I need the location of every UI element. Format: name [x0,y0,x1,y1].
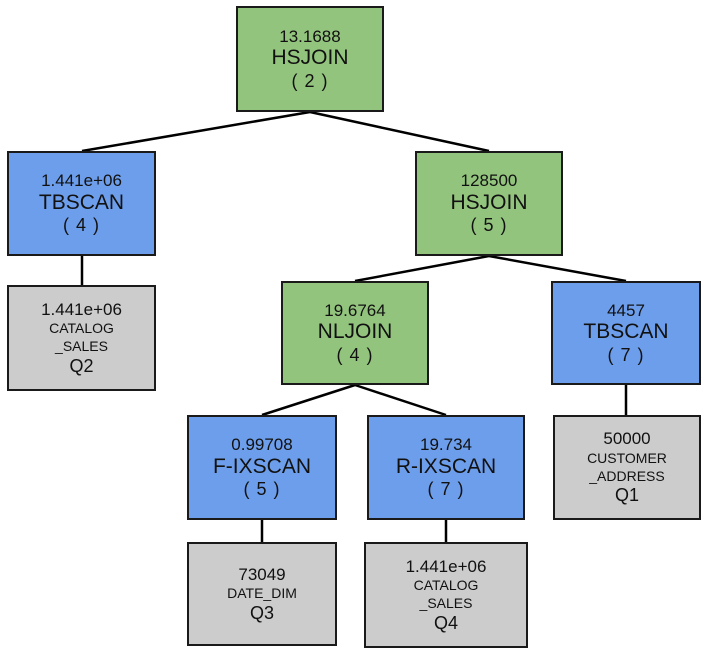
node-cost: 13.1688 [279,26,341,46]
table-qualifier: Q1 [614,485,639,506]
edge-n3-n4 [354,254,490,283]
node-operator: F-IXSCAN [212,454,311,478]
node-id: ( 7 ) [607,344,645,365]
node-operator: HSJOIN [450,190,528,214]
node-cost: 1.441e+06 [41,171,122,191]
node-hsjoin-5: 128500 HSJOIN ( 5 ) [415,151,563,256]
node-tbscan-7: 4457 TBSCAN ( 7 ) [551,281,701,385]
table-date-dim-q3: 73049 DATE_DIM Q3 [187,542,337,646]
node-cost: 128500 [460,171,518,191]
node-cost: 0.99708 [231,435,293,455]
node-cost: 19.6764 [324,300,386,320]
edge-n1-n2 [81,110,311,153]
edge-n4-n6 [261,383,356,417]
table-name-line1: CATALOG [49,320,114,337]
table-qualifier: Q3 [249,602,274,623]
table-rows: 50000 [603,429,651,449]
node-id: ( 4 ) [62,215,100,235]
node-operator: NLJOIN [317,320,393,344]
node-tbscan-4: 1.441e+06 TBSCAN ( 4 ) [7,151,156,256]
table-rows: 1.441e+06 [41,299,122,319]
table-name-line2: _ADDRESS [589,467,665,484]
node-operator: TBSCAN [583,320,669,344]
node-operator: R-IXSCAN [395,454,497,478]
node-id: ( 4 ) [336,344,374,365]
node-id: ( 7 ) [427,479,465,499]
node-hsjoin-2: 13.1688 HSJOIN ( 2 ) [236,6,384,112]
node-cost: 4457 [607,300,645,320]
node-operator: HSJOIN [271,46,349,70]
table-name-line2: _SALES [419,595,473,612]
table-name-line1: DATE_DIM [227,585,297,602]
node-id: ( 5 ) [243,479,281,499]
table-qualifier: Q2 [69,355,94,376]
table-name-line1: CUSTOMER [587,449,667,466]
table-rows: 1.441e+06 [405,556,487,576]
node-operator: TBSCAN [38,190,125,214]
edge-n4-n7 [354,383,447,417]
table-qualifier: Q4 [433,612,458,633]
table-name-line1: CATALOG [413,577,479,594]
table-rows: 73049 [238,564,286,584]
node-id: ( 5 ) [470,215,508,235]
edge-n1-n3 [309,110,490,153]
table-catalog-sales-q2: 1.441e+06 CATALOG _SALES Q2 [7,285,156,391]
node-id: ( 2 ) [291,70,329,91]
node-cost: 19.734 [420,435,472,455]
table-catalog-sales-q4: 1.441e+06 CATALOG _SALES Q4 [364,542,528,648]
edge-n3-n5 [488,254,627,283]
table-name-line2: _SALES [55,338,108,355]
node-nljoin-4: 19.6764 NLJOIN ( 4 ) [281,281,429,385]
table-customer-address-q1: 50000 CUSTOMER _ADDRESS Q1 [553,415,701,520]
node-f-ixscan-5: 0.99708 F-IXSCAN ( 5 ) [187,415,337,520]
node-r-ixscan-7: 19.734 R-IXSCAN ( 7 ) [367,415,525,520]
